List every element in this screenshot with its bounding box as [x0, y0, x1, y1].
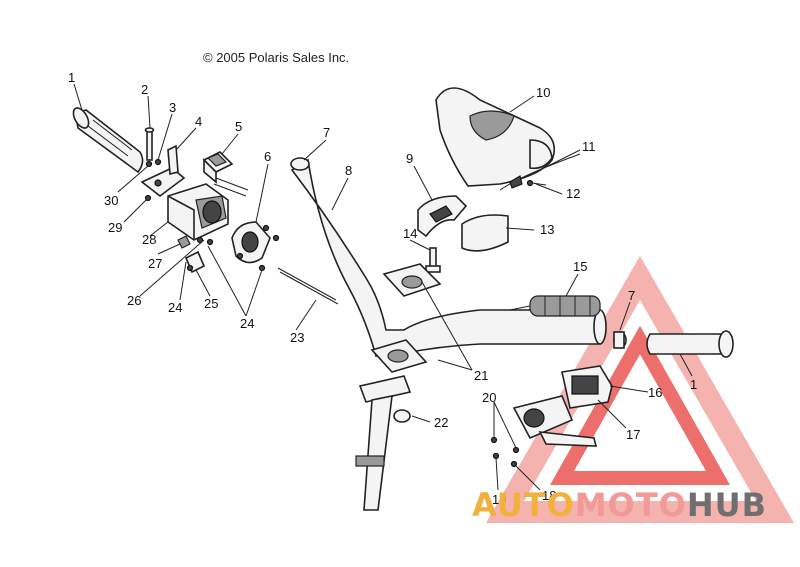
callout-label: 27: [148, 256, 162, 271]
pin-icon: [144, 127, 155, 161]
watermark-hub: HUB: [687, 486, 767, 524]
callout-label: 17: [626, 427, 640, 442]
bar-end-plug-icon: [613, 331, 627, 349]
callout-label: 29: [108, 220, 122, 235]
callout-label: 21: [474, 368, 488, 383]
callout-label: 6: [264, 149, 271, 164]
callout-label: 15: [573, 259, 587, 274]
svg-text:AUTOMOTOHUB: AUTOMOTOHUB: [472, 486, 767, 524]
pod-cover-icon: [435, 87, 556, 187]
callout-numbers: 1 2 3 4 5 6 7 8 9 10 11 12 13 14 15 7 1 …: [68, 70, 697, 507]
callout-label: 16: [648, 385, 662, 400]
bar-clamp-upper-icon: [382, 263, 442, 297]
copyright-text: © 2005 Polaris Sales Inc.: [203, 50, 349, 65]
callout-label: 26: [127, 293, 141, 308]
callout-label: 28: [142, 232, 156, 247]
callout-label: 3: [169, 100, 176, 115]
leader-lines: [73, 83, 693, 491]
watermark-logo: AUTOMOTOHUB: [472, 486, 767, 524]
callout-label: 7: [628, 288, 635, 303]
bar-clamp-lower-icon: [370, 339, 428, 373]
callout-label: 1: [68, 70, 75, 85]
callout-label: 7: [323, 125, 330, 140]
callout-label: 24: [168, 300, 182, 315]
callout-label: 5: [235, 119, 242, 134]
callout-label: 22: [434, 415, 448, 430]
screws-icon: [144, 158, 547, 274]
callout-label: 23: [290, 330, 304, 345]
handlebar-icon: [290, 157, 607, 357]
nut-icon: [393, 409, 411, 423]
pod-bracket-icon: [417, 195, 468, 238]
callout-label: 18: [542, 488, 556, 503]
callout-label: 9: [406, 151, 413, 166]
callout-label: 25: [204, 296, 218, 311]
watermark-auto: AUTO: [472, 486, 575, 524]
bracket-icon: [140, 144, 186, 198]
throttle-cable-icon: [277, 267, 339, 305]
throttle-housing-icon: [231, 221, 271, 264]
pod-lower-cover-icon: [461, 214, 509, 252]
steering-post-icon: [355, 375, 412, 511]
callout-label: 4: [195, 114, 202, 129]
grip-right-icon: [646, 330, 734, 358]
grip-left-icon: [72, 107, 144, 174]
callout-label: 1: [690, 377, 697, 392]
callout-label: 14: [403, 226, 417, 241]
brake-master-cylinder-icon: [490, 365, 613, 468]
grip-heater-icon: [509, 295, 601, 317]
bolt-icon: [425, 247, 441, 273]
callout-label: 20: [482, 390, 496, 405]
switch-icon: [202, 151, 249, 197]
watermark-moto: MOTO: [575, 486, 687, 524]
callout-label: 8: [345, 163, 352, 178]
callout-label: 19: [492, 492, 506, 507]
callout-label: 24: [240, 316, 254, 331]
callout-label: 11: [582, 139, 596, 154]
callout-label: 10: [536, 85, 550, 100]
throttle-block-icon: [167, 183, 229, 241]
wire-clip-icon: [499, 153, 581, 191]
callout-label: 12: [566, 186, 580, 201]
callout-label: 30: [104, 193, 118, 208]
callout-label: 13: [540, 222, 554, 237]
callout-label: 2: [141, 82, 148, 97]
